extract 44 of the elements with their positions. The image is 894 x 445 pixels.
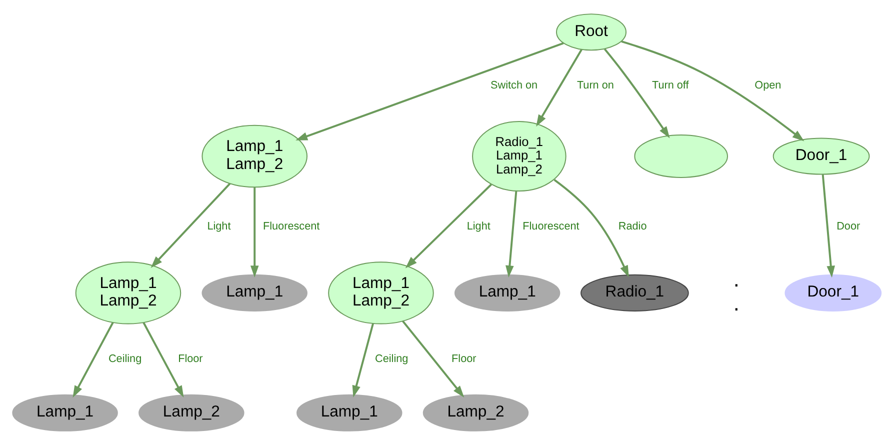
edge-label: Open xyxy=(754,80,782,92)
node-ellipse: Door_1 xyxy=(784,274,882,312)
node-ellipse: Lamp_1 xyxy=(454,274,560,312)
arrow xyxy=(554,179,629,278)
node-ellipse: Door_1 xyxy=(772,138,870,175)
node-ellipse: Lamp_1 Lamp_2 xyxy=(328,262,434,324)
label: . xyxy=(733,290,740,316)
arrow xyxy=(506,191,518,278)
arrow xyxy=(72,322,114,398)
edge-label: Floor xyxy=(178,352,203,365)
arrow xyxy=(621,40,804,142)
arrow xyxy=(352,323,374,398)
edge-label: Door xyxy=(836,220,860,232)
node-ellipse: Lamp_1 xyxy=(12,394,118,432)
node-ellipse: Root xyxy=(556,14,627,51)
edge-label: Fluorescent xyxy=(262,220,320,232)
node-ellipse xyxy=(634,134,728,178)
node-ellipse: Lamp_1 Lamp_2 xyxy=(75,262,182,324)
node-ellipse: Lamp_1 xyxy=(296,394,402,432)
arrow xyxy=(604,48,670,138)
arrow xyxy=(405,184,492,268)
node-ellipse: Radio_1 Lamp_1 Lamp_2 xyxy=(472,121,566,192)
arrow xyxy=(402,320,464,398)
edge-label: Turn on xyxy=(576,80,614,92)
edge-label: Floor xyxy=(452,352,476,365)
edge-label: Light xyxy=(207,220,231,232)
arrow xyxy=(296,42,564,140)
edge-label: Switch on xyxy=(490,80,538,92)
arrow xyxy=(250,187,259,278)
node-ellipse: Lamp_2 xyxy=(138,394,244,432)
edge-label: Light xyxy=(466,220,490,232)
node-ellipse: Lamp_2 xyxy=(422,394,529,432)
edge-label: Ceiling xyxy=(108,352,142,365)
node-ellipse: Radio_1 xyxy=(580,274,689,312)
edge-label: Turn off xyxy=(652,80,689,92)
node-ellipse: Lamp_1 xyxy=(202,274,308,312)
label: . xyxy=(733,266,740,292)
arrow xyxy=(536,49,582,127)
edge-label: Ceiling xyxy=(375,352,408,365)
arrow xyxy=(822,174,835,278)
arrow xyxy=(150,182,231,268)
arrow xyxy=(142,322,184,398)
edge-label: Radio xyxy=(618,220,647,232)
edge-label: Fluorescent xyxy=(522,220,580,232)
